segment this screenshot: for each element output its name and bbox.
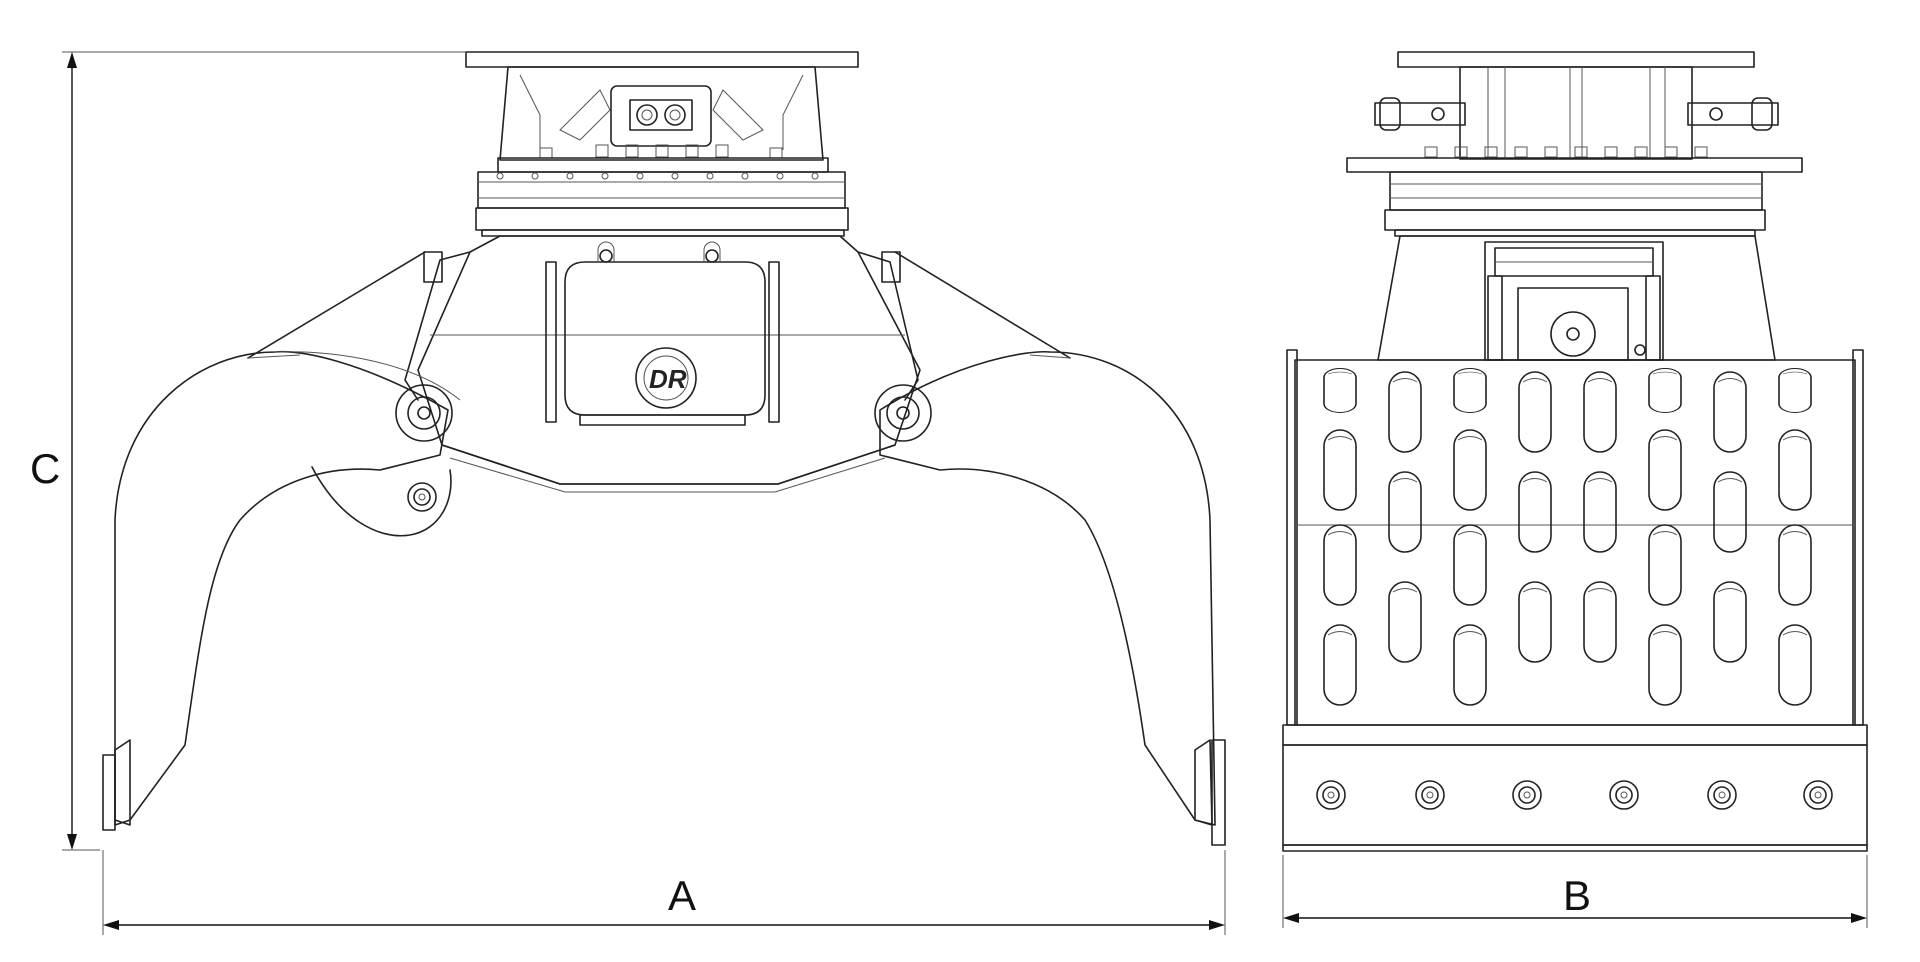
hydraulic-port-block xyxy=(610,85,712,147)
cutting-edge-top xyxy=(1282,724,1868,746)
left-tine xyxy=(114,251,449,826)
dimension-c: C xyxy=(30,51,465,851)
right-tine xyxy=(879,251,1216,826)
front-view xyxy=(1282,51,1868,852)
dimension-b-label: B xyxy=(1563,872,1591,919)
rotator-housing xyxy=(499,66,824,161)
edge-bolt-icon xyxy=(1512,780,1542,810)
edge-bolt-icon xyxy=(1707,780,1737,810)
side-view: DR xyxy=(102,51,1226,846)
edge-bolt-icon xyxy=(1415,780,1445,810)
dimension-c-label: C xyxy=(30,445,60,492)
cutting-edge xyxy=(1282,744,1868,846)
central-body xyxy=(417,235,921,485)
brand-logo: DR xyxy=(635,347,697,409)
dimension-a: A xyxy=(102,850,1226,935)
edge-bolt-icon xyxy=(1316,780,1346,810)
logo-text: DR xyxy=(649,364,687,394)
port-icon xyxy=(636,104,658,126)
right-fitting-icon xyxy=(1687,97,1779,131)
edge-bolt-icon xyxy=(1609,780,1639,810)
perforation-slots xyxy=(1323,367,1812,706)
left-main-pivot-icon xyxy=(395,384,453,442)
right-main-pivot-icon xyxy=(874,384,932,442)
front-body xyxy=(1377,235,1776,361)
dimension-a-label: A xyxy=(668,872,696,919)
perforated-panel xyxy=(1294,359,1856,726)
front-cylinder-assembly xyxy=(1484,241,1664,361)
dimension-b: B xyxy=(1282,855,1868,928)
left-fitting-icon xyxy=(1374,97,1466,131)
front-top-flange xyxy=(1397,51,1755,68)
port-icon xyxy=(664,104,686,126)
left-lower-pin-icon xyxy=(407,482,437,512)
top-flange xyxy=(465,51,859,68)
edge-bolt-icon xyxy=(1803,780,1833,810)
